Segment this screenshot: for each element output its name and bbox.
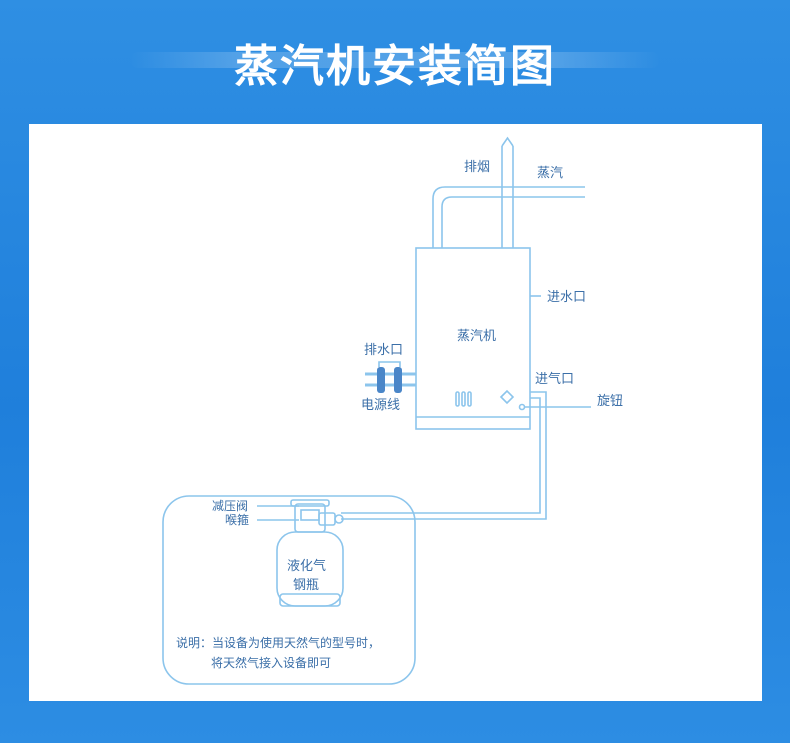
knob-label: 旋钮: [597, 394, 623, 409]
steam-pipe: [432, 186, 585, 248]
gas-line: [341, 391, 547, 520]
power-cord-label: 电源线: [361, 398, 400, 413]
gas-cylinder: [276, 499, 344, 607]
steam-machine-body: [415, 247, 531, 430]
diagram-panel: 排烟 蒸汽 进水口 蒸汽机 排水口 进气口 旋钮 电源线 减压阀 喉箍 液化气 …: [29, 124, 762, 701]
pressure-valve-label: 减压阀: [212, 499, 248, 513]
note-line2: 将天然气接入设备即可: [211, 655, 331, 670]
drain-label: 排水口: [364, 343, 403, 358]
cylinder-label-line2: 钢瓶: [293, 578, 319, 593]
machine-label: 蒸汽机: [457, 329, 496, 344]
exhaust-pipe: [501, 136, 514, 248]
gas-inlet-label: 进气口: [535, 371, 574, 387]
installation-diagram: 排烟 蒸汽 进水口 蒸汽机 排水口 进气口 旋钮 电源线 减压阀 喉箍 液化气 …: [162, 136, 623, 685]
water-inlet-label: 进水口: [547, 290, 586, 305]
pressure-valve: [318, 512, 344, 526]
cylinder-label-line1: 液化气: [287, 558, 326, 574]
hose-clamp-label: 喉箍: [225, 512, 249, 527]
title-highlight-bar: [130, 52, 660, 68]
steam-label: 蒸汽: [537, 166, 563, 181]
drain-valve: [365, 361, 416, 393]
exhaust-label: 排烟: [464, 160, 490, 175]
page-title: 蒸汽机安装简图: [234, 41, 556, 92]
note-line1: 说明：当设备为使用天然气的型号时，: [176, 635, 380, 650]
cylinder-enclosure: [162, 495, 416, 685]
